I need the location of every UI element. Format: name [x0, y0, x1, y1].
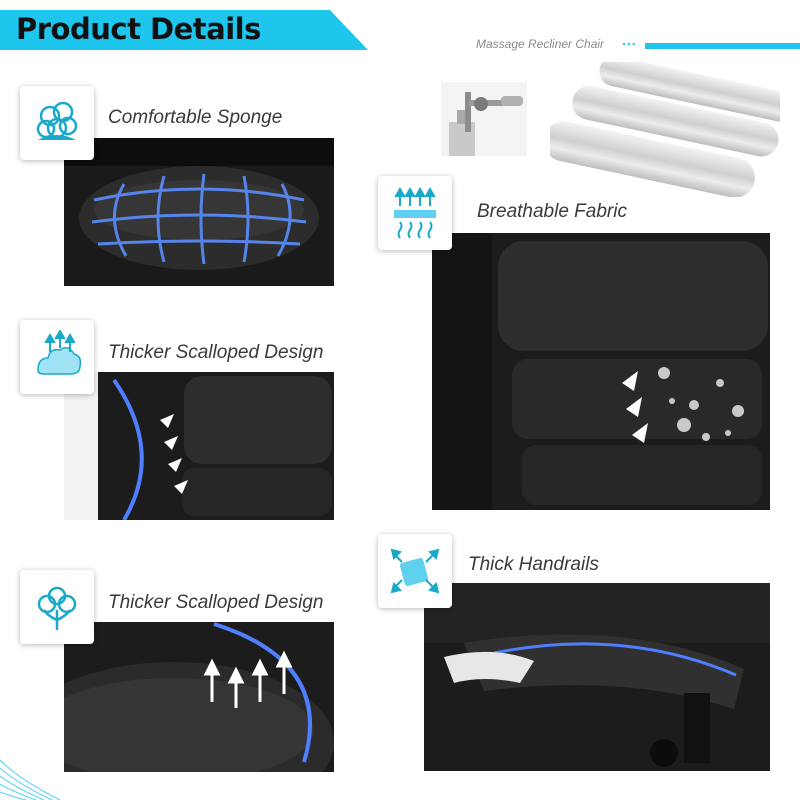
feature-icon-handrails — [378, 534, 452, 608]
feature-icon-scalloped — [20, 320, 94, 394]
cotton-icon — [36, 101, 78, 140]
feature-label-scalloped-1: Thicker Scalloped Design — [108, 342, 324, 363]
feature-label-breathable: Breathable Fabric — [477, 201, 627, 222]
feature-label-sponge: Comfortable Sponge — [108, 107, 283, 128]
caliper-cylinder-image — [441, 82, 527, 156]
corner-decoration — [0, 759, 61, 800]
feature-label-scalloped-2: Thicker Scalloped Design — [108, 592, 324, 613]
chrome-tubes-image — [550, 62, 780, 197]
fabric-airflow-icon — [394, 186, 436, 239]
scalloped-backrest-photo — [64, 372, 334, 520]
banner-shape — [0, 10, 368, 50]
subtitle-dots: ... — [622, 32, 637, 48]
subtitle-bar: Massage Recliner Chair ... — [440, 32, 800, 56]
breathable-fabric-photo — [432, 233, 770, 510]
feature-icon-scalloped-2 — [20, 570, 94, 644]
handrail-photo — [424, 583, 770, 771]
page-title: Product Details — [16, 12, 261, 46]
header-banner: Product Details — [0, 8, 368, 50]
feature-label-handrails: Thick Handrails — [468, 554, 599, 575]
cloud-airflow-icon — [37, 330, 82, 375]
seat-cushion-photo — [64, 622, 334, 772]
product-subtitle: Massage Recliner Chair — [476, 37, 605, 51]
feature-icon-breathable — [378, 176, 452, 250]
handrail-expand-icon — [390, 548, 440, 594]
cotton-plant-icon — [37, 586, 77, 630]
feature-icon-sponge — [20, 86, 94, 160]
subtitle-accent-line — [645, 43, 800, 49]
sponge-cushion-photo — [64, 138, 334, 286]
